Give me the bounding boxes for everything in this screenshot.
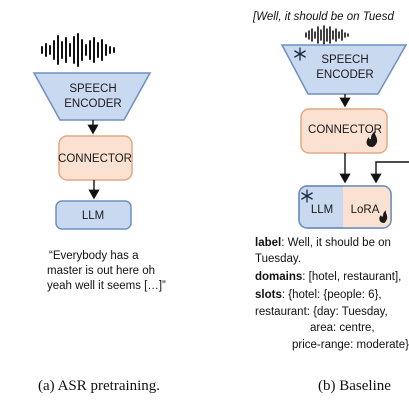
connector-block	[58, 135, 133, 181]
annotation-label-row: label: Well, it should be on	[255, 237, 391, 249]
snowflake-icon	[301, 189, 313, 203]
panel-a: SPEECH ENCODER CONNECTOR LLM “Everybody …	[32, 33, 166, 394]
speech-encoder-label-line1: SPEECH	[321, 54, 368, 66]
connector-label: CONNECTOR	[58, 153, 132, 165]
flame-icon	[379, 210, 388, 223]
transcript-line1: “Everybody has a	[49, 250, 139, 262]
lora-label: LoRA	[351, 204, 380, 216]
annotation-domains-row: domains: [hotel, restaurant],	[255, 271, 401, 283]
snowflake-icon	[294, 47, 306, 61]
annotation-restaurant-row: restaurant: {day: Tuesday,	[255, 306, 388, 318]
llm-block	[55, 200, 132, 230]
waveform-icon	[305, 25, 349, 45]
llm-label: LLM	[82, 210, 104, 222]
caption-b: (b) Baseline	[318, 378, 391, 394]
speech-encoder-label-line2: ENCODER	[64, 98, 122, 110]
annotation-price-row: price-range: moderate}	[292, 339, 409, 351]
prompt-text: [Well, it should be on Tuesd	[252, 11, 394, 23]
transcript-line3: yeah well it seems […]”	[47, 280, 166, 292]
caption-a: (a) ASR pretraining.	[38, 378, 160, 394]
speech-encoder-label-line1: SPEECH	[69, 83, 116, 95]
llm-lora-outline	[298, 185, 392, 229]
connector-label: CONNECTOR	[308, 124, 382, 136]
annotation-slots-row: slots: {hotel: {people: 6},	[255, 289, 382, 301]
annotation-label-cont: Tuesday.	[255, 253, 301, 265]
panel-b: [Well, it should be on Tuesd	[252, 11, 409, 394]
speech-encoder-label-line2: ENCODER	[316, 69, 374, 81]
flame-icon	[366, 131, 378, 147]
speech-encoder-block	[280, 44, 408, 95]
annotation-area-row: area: centre,	[310, 322, 375, 334]
transcript-line2: master is out here oh	[47, 265, 155, 277]
llm-label: LLM	[311, 204, 333, 216]
speech-encoder-block	[32, 72, 152, 121]
lora-region	[343, 186, 391, 228]
side-input-arrow	[370, 161, 409, 184]
waveform-icon	[41, 33, 115, 67]
connector-block	[300, 108, 388, 154]
